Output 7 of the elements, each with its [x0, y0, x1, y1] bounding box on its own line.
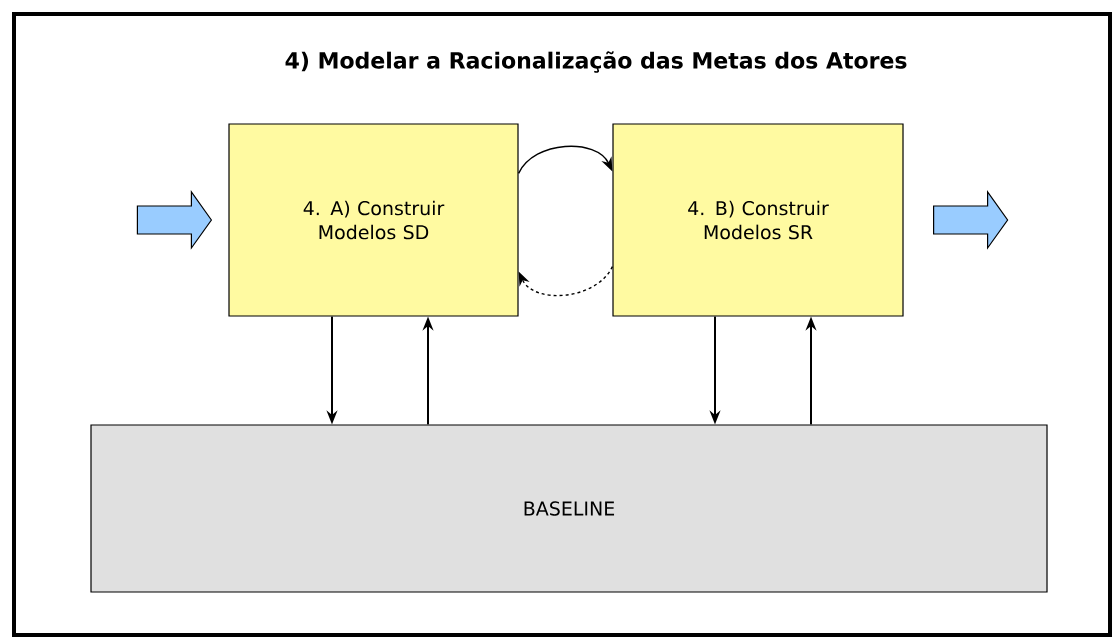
process-box: 4. A) Construir Modelos SD	[228, 123, 519, 317]
curved-arrow	[517, 145, 613, 175]
baseline-box: BASELINE	[90, 424, 1048, 593]
title: 4) Modelar a Racionalização das Metas dos Atores	[285, 51, 907, 73]
block-arrow	[933, 190, 1009, 250]
curved-arrow	[518, 265, 614, 297]
process-box: 4. B) Construir Modelos SR	[612, 123, 904, 317]
